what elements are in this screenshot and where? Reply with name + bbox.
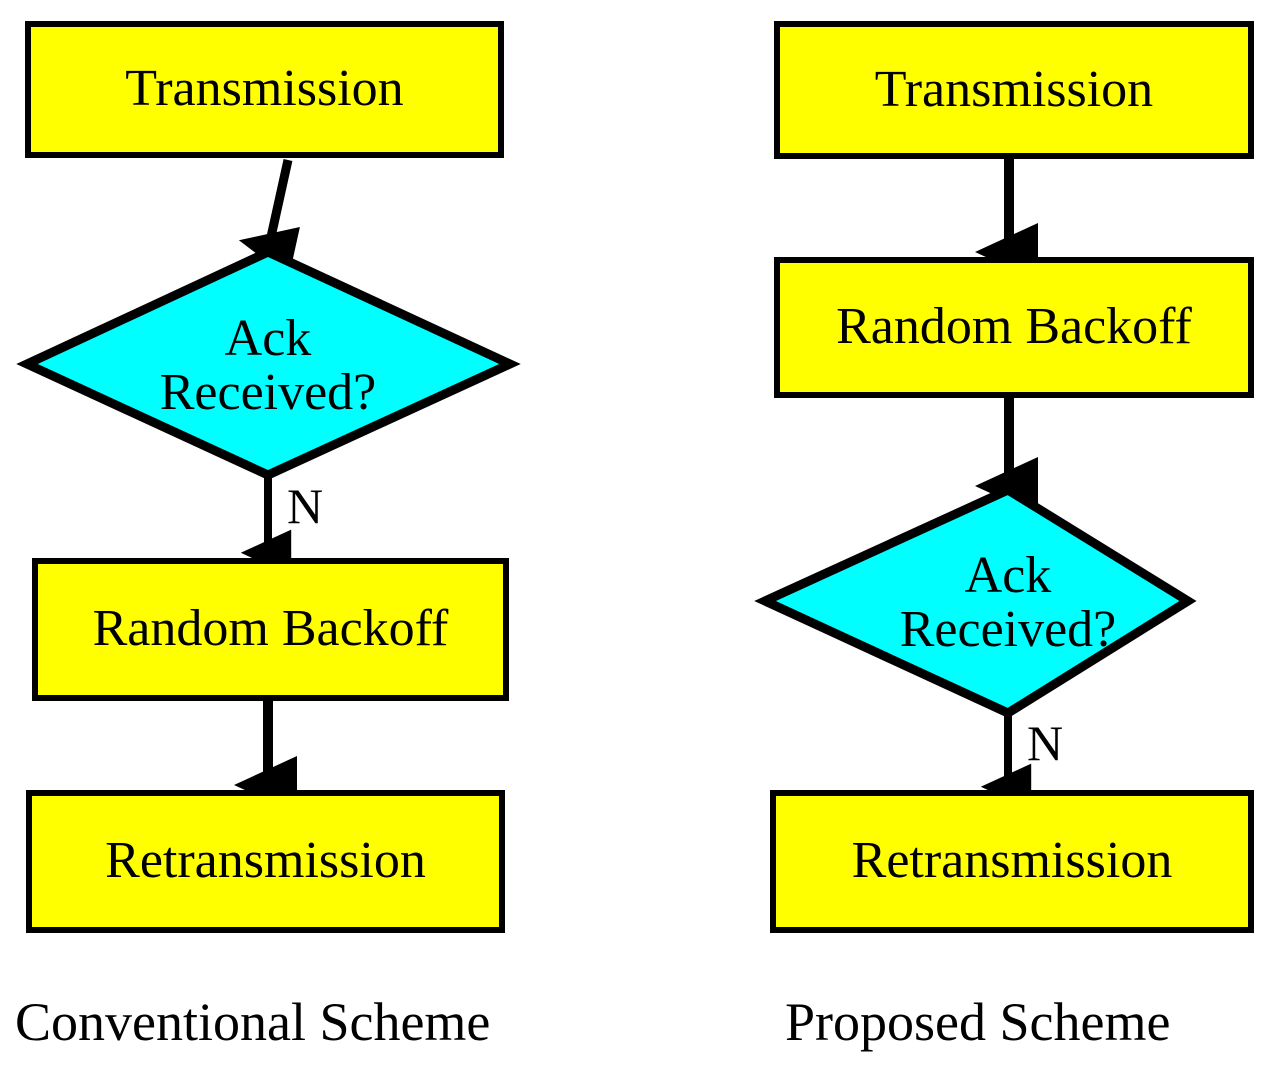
edge-conventional-transmission-to-ack: [238, 159, 300, 278]
node-proposed-retransmission[interactable]: Retransmission: [770, 790, 1254, 933]
decision-conventional-ack-received: [16, 247, 521, 480]
caption-proposed-scheme: Proposed Scheme: [785, 992, 1171, 1052]
node-label-conventional-transmission: Transmission: [125, 60, 404, 118]
node-proposed-random-backoff[interactable]: Random Backoff: [774, 257, 1254, 398]
node-conventional-transmission[interactable]: Transmission: [25, 21, 504, 158]
caption-conventional-scheme: Conventional Scheme: [15, 992, 491, 1052]
node-label-conventional-ack-received: Ack Received?: [159, 309, 377, 421]
node-label-proposed-transmission: Transmission: [874, 60, 1154, 118]
edge-label-proposed-n: N: [1027, 715, 1064, 771]
node-label-conventional-random-backoff: Random Backoff: [92, 600, 449, 658]
node-label-proposed-retransmission: Retransmission: [851, 832, 1173, 890]
node-label-conventional-retransmission: Retransmission: [105, 832, 426, 890]
node-label-proposed-ack-received: Ack Received?: [899, 546, 1117, 658]
node-proposed-transmission[interactable]: Transmission: [774, 21, 1254, 159]
node-conventional-random-backoff[interactable]: Random Backoff: [32, 558, 509, 701]
node-conventional-retransmission[interactable]: Retransmission: [26, 790, 505, 933]
decision-proposed-ack-received: [754, 484, 1197, 719]
edge-label-conventional-n: N: [287, 478, 324, 534]
node-label-proposed-random-backoff: Random Backoff: [836, 298, 1192, 356]
